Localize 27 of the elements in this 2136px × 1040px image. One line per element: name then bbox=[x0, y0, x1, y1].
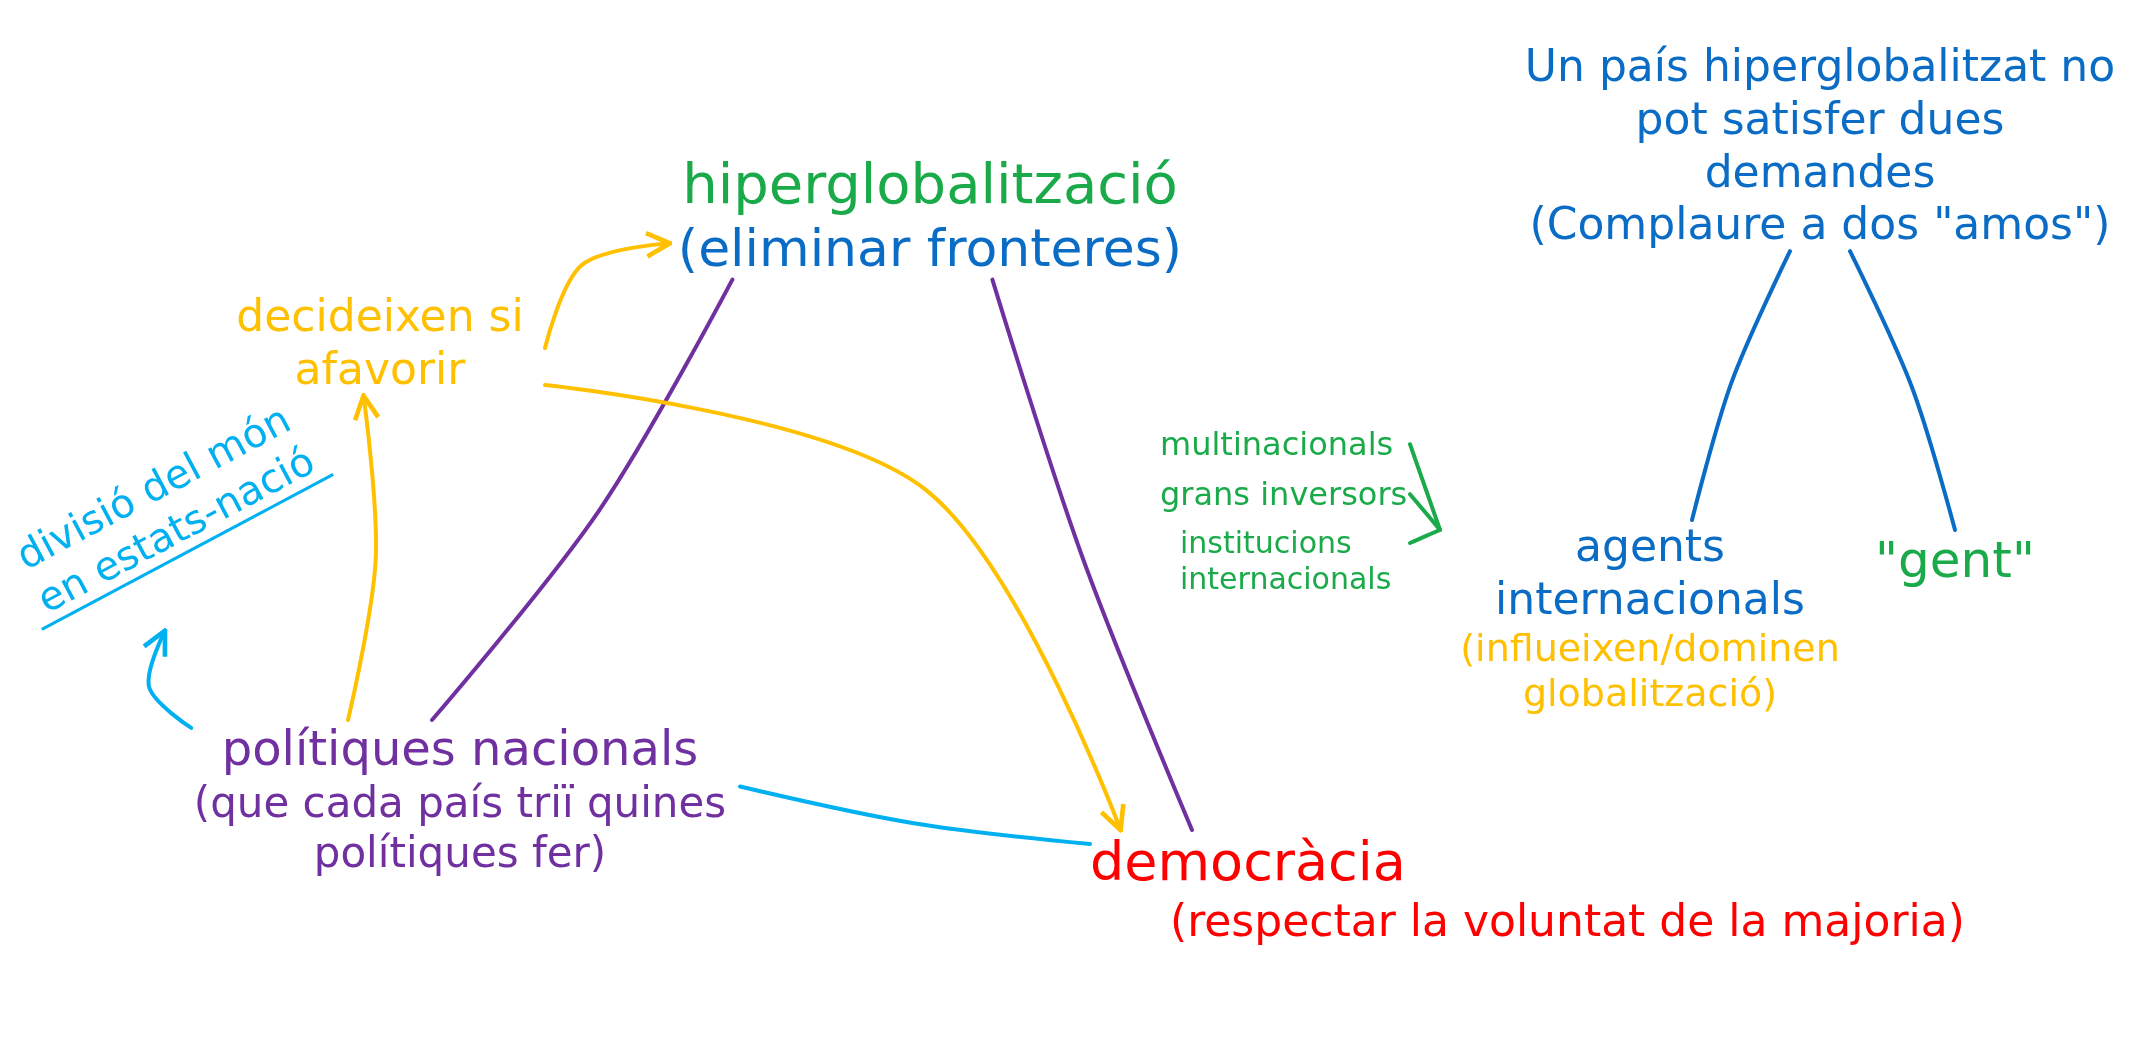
concept-note: (que cada país triï quines polítiques fer) bbox=[192, 777, 728, 879]
statement-note: (Complaure a dos "amos") bbox=[1528, 198, 2112, 252]
concept-note: (eliminar fronteres) bbox=[676, 217, 1184, 280]
connector-line bbox=[1408, 527, 1442, 545]
concept-note: (respectar la voluntat de la majoria) bbox=[1169, 894, 1966, 948]
list-item: grans inversors bbox=[1160, 475, 1409, 514]
arrow bbox=[543, 230, 673, 351]
concept-note: (influeixen/dominen globalització) bbox=[1459, 625, 1841, 717]
concept-heading: hiperglobalització bbox=[681, 150, 1179, 218]
list-item: multinacionals bbox=[1160, 425, 1395, 464]
connector-line bbox=[990, 277, 1194, 832]
annotation-text: decideixen si afavorir bbox=[235, 290, 525, 396]
connector-line bbox=[1408, 492, 1442, 532]
connector-line bbox=[738, 784, 1092, 847]
connector-line bbox=[1408, 442, 1442, 532]
statement-text: Un país hiperglobalitzat no pot satisfer dues demandes bbox=[1523, 40, 2117, 199]
concept-heading: democràcia bbox=[1090, 830, 1407, 895]
concept-heading: polítiques nacionals bbox=[220, 720, 700, 778]
connector-line bbox=[1690, 249, 1792, 522]
concept-heading: agents internacionals bbox=[1494, 520, 1806, 626]
list-item: institucions internacionals bbox=[1180, 525, 1393, 597]
connector-line bbox=[1848, 249, 1957, 532]
arrow bbox=[346, 393, 381, 722]
arrow bbox=[543, 383, 1126, 833]
connector-line bbox=[430, 277, 735, 722]
concept-heading: "gent" bbox=[1874, 530, 2036, 590]
arrow bbox=[141, 628, 194, 730]
